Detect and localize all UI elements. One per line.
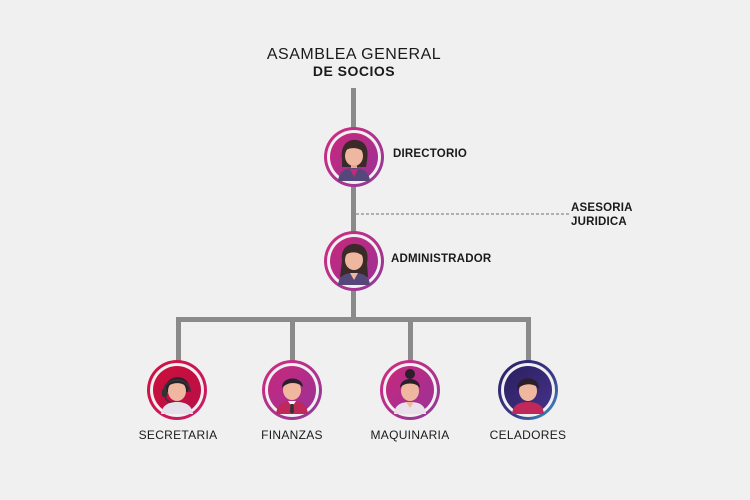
secretaria-label: SECRETARIA xyxy=(138,428,218,442)
chart-title-line1: ASAMBLEA GENERAL xyxy=(266,46,442,63)
drop-finanzas xyxy=(290,317,295,361)
asesoria-label-line2: JURIDICA xyxy=(571,216,627,228)
maquinaria-avatar xyxy=(380,360,440,420)
connector-top xyxy=(351,88,356,130)
directorio-avatar xyxy=(324,127,384,187)
horizontal-bus xyxy=(176,317,531,322)
connector-lines xyxy=(176,88,570,361)
drop-secretaria xyxy=(176,317,181,361)
asesoria-label-line1: ASESORIA xyxy=(571,202,633,214)
connector-directorio-administrador xyxy=(351,185,356,233)
drop-maquinaria xyxy=(408,317,413,361)
chart-title-line2: DE SOCIOS xyxy=(312,63,396,79)
administrador-avatar xyxy=(324,231,384,291)
celadores-label: CELADORES xyxy=(489,428,567,442)
directorio-label: DIRECTORIO xyxy=(393,148,467,160)
celadores-avatar xyxy=(498,360,558,420)
finanzas-label: FINANZAS xyxy=(261,428,323,442)
drop-celadores xyxy=(526,317,531,361)
maquinaria-label: MAQUINARIA xyxy=(370,428,450,442)
finanzas-avatar xyxy=(262,360,322,420)
administrador-label: ADMINISTRADOR xyxy=(391,253,492,265)
connector-administrador-bus xyxy=(351,290,356,319)
secretaria-avatar xyxy=(147,360,207,420)
